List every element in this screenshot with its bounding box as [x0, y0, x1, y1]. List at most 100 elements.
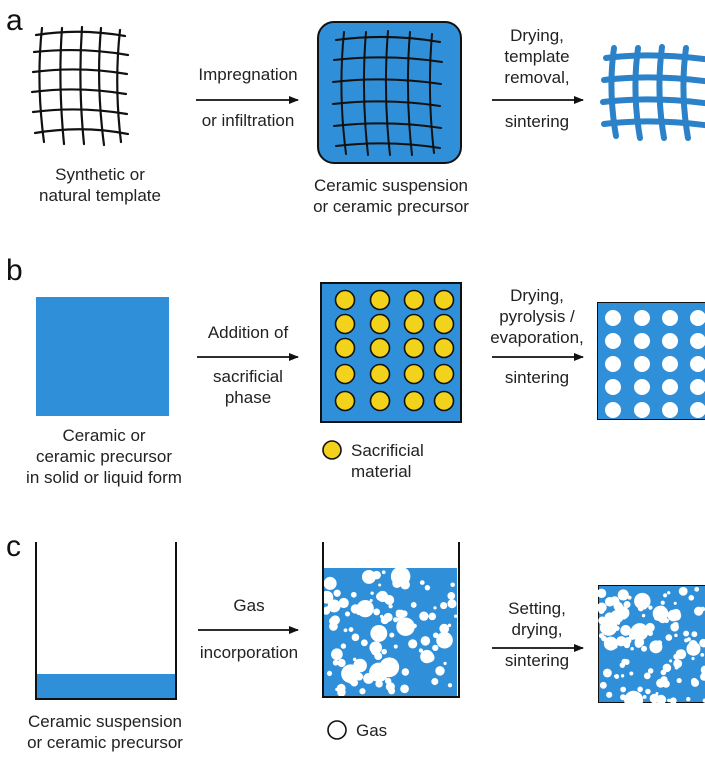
gas-bubble	[614, 625, 620, 631]
panel-b-legend-line1: Sacrificial	[351, 441, 424, 460]
gas-bubble	[326, 670, 333, 676]
gas-bubble	[694, 586, 700, 592]
gas-bubble	[420, 636, 431, 646]
gas-bubble	[691, 631, 698, 638]
panel-b-legend-line2: material	[351, 462, 411, 481]
gas-bubble	[443, 661, 447, 665]
gas-bubble	[602, 668, 612, 678]
gas-bubble	[617, 589, 629, 601]
sacrificial-particle	[334, 337, 356, 359]
gas-bubble	[389, 632, 395, 638]
gas-bubble	[633, 693, 638, 698]
panel-a-letter: a	[6, 4, 23, 37]
sacrificial-particle	[433, 289, 455, 311]
beaker-foam	[322, 542, 460, 698]
panel-a-step1-line1: Impregnation	[198, 65, 297, 84]
gas-bubble	[613, 674, 617, 678]
gas-bubble	[373, 666, 383, 676]
gas-bubble	[688, 640, 698, 649]
sacrificial-particle	[334, 289, 356, 311]
panel-b-step2-line3: evaporation,	[490, 328, 584, 347]
panel-b-step2-line4: sintering	[505, 368, 569, 387]
sacrificial-particle	[433, 337, 455, 359]
gas-bubble	[641, 613, 646, 618]
pore	[634, 379, 650, 395]
panel-b-start-caption-line1: Ceramic or	[62, 426, 145, 445]
gas-bubble	[662, 680, 670, 688]
pore	[605, 356, 621, 372]
sacrificial-particle	[433, 390, 455, 412]
gas-bubble	[645, 622, 655, 633]
gas-bubble	[428, 612, 437, 621]
gas-bubble	[440, 601, 448, 610]
panel-c-legend-label: Gas	[356, 721, 387, 740]
gas-bubble	[436, 631, 453, 649]
gas-bubble	[647, 668, 654, 674]
panel-b: b Ceramic or ceramic precursor in solid …	[6, 254, 705, 487]
gas-bubble-icon	[327, 720, 347, 740]
gas-bubble	[656, 640, 663, 646]
sacrificial-particle	[403, 337, 425, 359]
panel-b-step1-line3: phase	[225, 388, 271, 407]
gas-bubble	[686, 697, 691, 702]
gas-bubble	[352, 657, 357, 662]
gas-bubble	[381, 570, 386, 575]
gas-bubble	[700, 652, 705, 657]
gas-bubble	[673, 653, 680, 660]
impregnated-mesh	[332, 30, 443, 156]
gas-bubble	[701, 671, 705, 675]
gas-bubble	[621, 658, 628, 665]
gas-bubble	[655, 695, 662, 703]
pore	[690, 379, 705, 395]
gas-bubble	[598, 607, 605, 614]
panel-c-letter: c	[6, 530, 21, 563]
panel-c-step1-line2: incorporation	[200, 643, 298, 662]
gas-bubble	[374, 629, 381, 637]
gas-bubble	[432, 644, 439, 652]
gas-bubble	[331, 648, 343, 661]
gas-bubble	[700, 672, 705, 681]
gas-bubble	[688, 594, 695, 601]
gas-bubble	[351, 633, 360, 642]
panel-b-start-caption-line2: ceramic precursor	[36, 447, 172, 466]
gas-bubble	[356, 610, 361, 616]
sacrificial-particle	[433, 363, 455, 385]
gas-bubble	[598, 588, 607, 599]
gas-bubble	[392, 578, 402, 589]
pore	[690, 402, 705, 418]
sacrificial-particle	[403, 363, 425, 385]
gas-bubble	[329, 617, 337, 626]
gas-bubble	[343, 628, 348, 633]
porous-ceramic-pores	[597, 302, 705, 420]
gas-bubble	[629, 671, 634, 676]
panel-a-step2-line1: Drying,	[510, 26, 564, 45]
gas-bubble	[447, 623, 452, 627]
gas-bubble	[620, 694, 627, 701]
sacrificial-sphere-icon	[322, 440, 342, 460]
gas-bubble	[338, 597, 349, 609]
gas-bubble	[694, 606, 704, 616]
gas-bubble	[610, 609, 624, 624]
gas-bubble	[450, 582, 455, 587]
gas-bubble	[683, 630, 690, 637]
gas-bubble	[350, 591, 357, 598]
gas-bubble	[684, 638, 689, 643]
gas-bubble	[699, 638, 705, 648]
gas-bubble	[381, 648, 387, 655]
gas-bubble	[648, 605, 653, 610]
gas-bubble	[673, 601, 677, 605]
sacrificial-particle	[334, 390, 356, 412]
panel-c-start-caption-line1: Ceramic suspension	[28, 712, 182, 731]
pore	[634, 356, 650, 372]
gas-bubble	[433, 606, 437, 610]
gas-bubble	[398, 610, 406, 619]
gas-bubble	[641, 645, 648, 652]
gas-bubble	[401, 668, 410, 676]
gas-bubble	[419, 580, 425, 585]
gas-bubble	[375, 680, 383, 688]
gas-bubble	[598, 633, 605, 639]
gas-bubble	[361, 569, 376, 584]
gas-bubble	[611, 642, 618, 649]
gas-bubble	[355, 672, 364, 681]
